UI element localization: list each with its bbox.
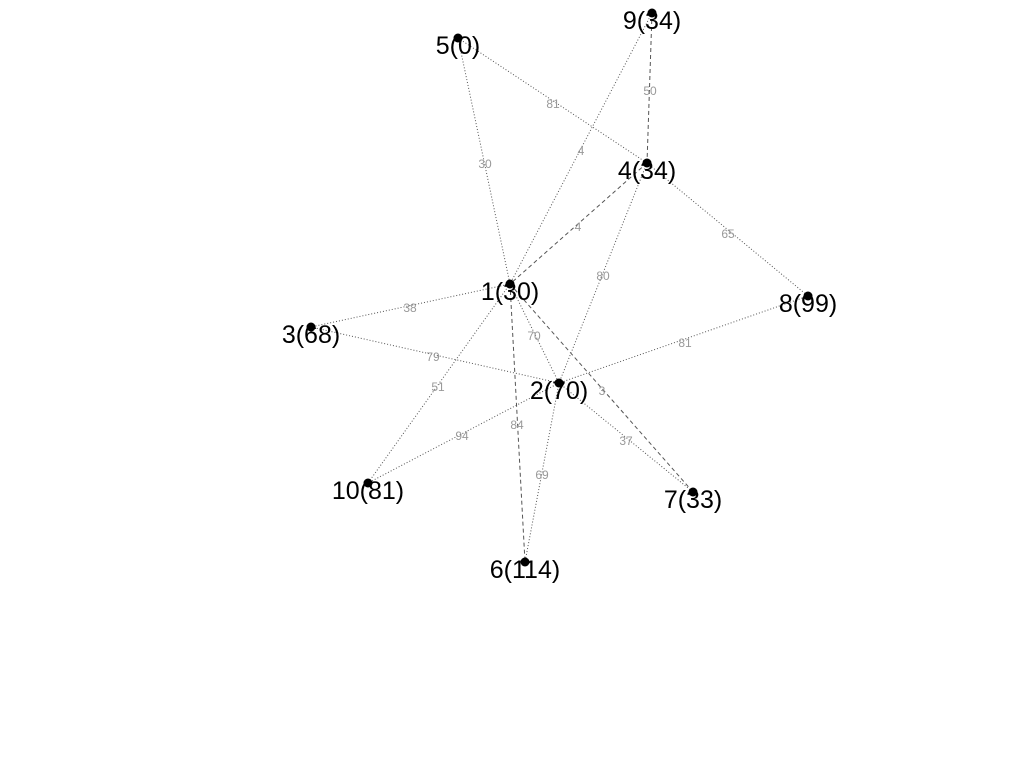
edge-weight-label-1-2: 70 [527, 329, 541, 343]
node-label-2: 2(70) [530, 377, 588, 405]
edge-1-3 [310, 283, 511, 328]
edge-1-2 [509, 283, 560, 384]
node-label-7: 7(33) [664, 486, 722, 514]
node-dot-5 [453, 33, 463, 43]
node-dot-3 [306, 322, 316, 332]
edge-weight-label-3-2: 79 [426, 350, 440, 364]
node-dot-7 [688, 487, 698, 497]
node-9: 9(34) [623, 7, 681, 35]
edge-weight-label-2-7: 37 [619, 434, 633, 448]
node-4: 4(34) [618, 157, 676, 185]
node-1: 1(30) [481, 278, 539, 306]
edge-4-2 [558, 162, 648, 384]
edge-labels-layer: 81 30 50 4 4 65 80 38 70 3 51 84 79 81 94 37 69 [403, 84, 735, 482]
node-label-9: 9(34) [623, 7, 681, 35]
edge-2-6 [524, 382, 560, 563]
node-dot-1 [505, 279, 515, 289]
edge-weight-label-4-2: 80 [596, 269, 610, 283]
edge-8-2 [558, 295, 809, 384]
node-dot-2 [554, 378, 564, 388]
node-dot-8 [803, 291, 813, 301]
node-dot-9 [647, 8, 657, 18]
edge-3-2 [310, 326, 560, 384]
edge-weight-label-1-10: 51 [431, 380, 445, 394]
edge-weight-label-2-6: 69 [535, 468, 549, 482]
node-8: 8(99) [779, 290, 837, 318]
node-3: 3(68) [282, 321, 340, 349]
edge-4-8 [646, 162, 809, 297]
node-label-1: 1(30) [481, 278, 539, 306]
node-2: 2(70) [530, 377, 588, 405]
node-dot-4 [642, 158, 652, 168]
node-10: 10(81) [332, 477, 404, 505]
edge-weight-label-9-1: 4 [578, 144, 585, 158]
edge-weight-label-4-8: 65 [721, 227, 735, 241]
node-label-5: 5(0) [436, 32, 480, 60]
edge-weight-label-2-10: 94 [455, 429, 469, 443]
edge-4-1 [509, 162, 648, 285]
node-dot-6 [520, 557, 530, 567]
nodes-layer: 1(30) 2(70) 3(68) 4(34) 5(0) 6(114) 7(33) 8(99)… [282, 7, 837, 584]
node-label-4: 4(34) [618, 157, 676, 185]
node-label-10: 10(81) [332, 477, 404, 505]
node-7: 7(33) [664, 486, 722, 514]
edge-weight-label-9-4: 50 [643, 84, 657, 98]
edges-layer [310, 12, 809, 563]
node-label-3: 3(68) [282, 321, 340, 349]
edge-weight-label-8-2: 81 [678, 336, 692, 350]
edge-weight-label-5-1: 30 [478, 157, 492, 171]
node-6: 6(114) [490, 556, 560, 584]
edge-weight-label-1-6: 84 [510, 418, 524, 432]
node-5: 5(0) [436, 32, 480, 60]
node-label-6: 6(114) [490, 556, 560, 584]
edge-1-6 [509, 283, 526, 563]
edge-weight-label-1-7: 3 [599, 384, 606, 398]
edge-weight-label-4-1: 4 [575, 220, 582, 234]
node-label-8: 8(99) [779, 290, 837, 318]
node-dot-10 [363, 478, 373, 488]
edge-weight-label-1-3: 38 [403, 301, 417, 315]
edge-weight-label-5-4: 81 [546, 97, 560, 111]
